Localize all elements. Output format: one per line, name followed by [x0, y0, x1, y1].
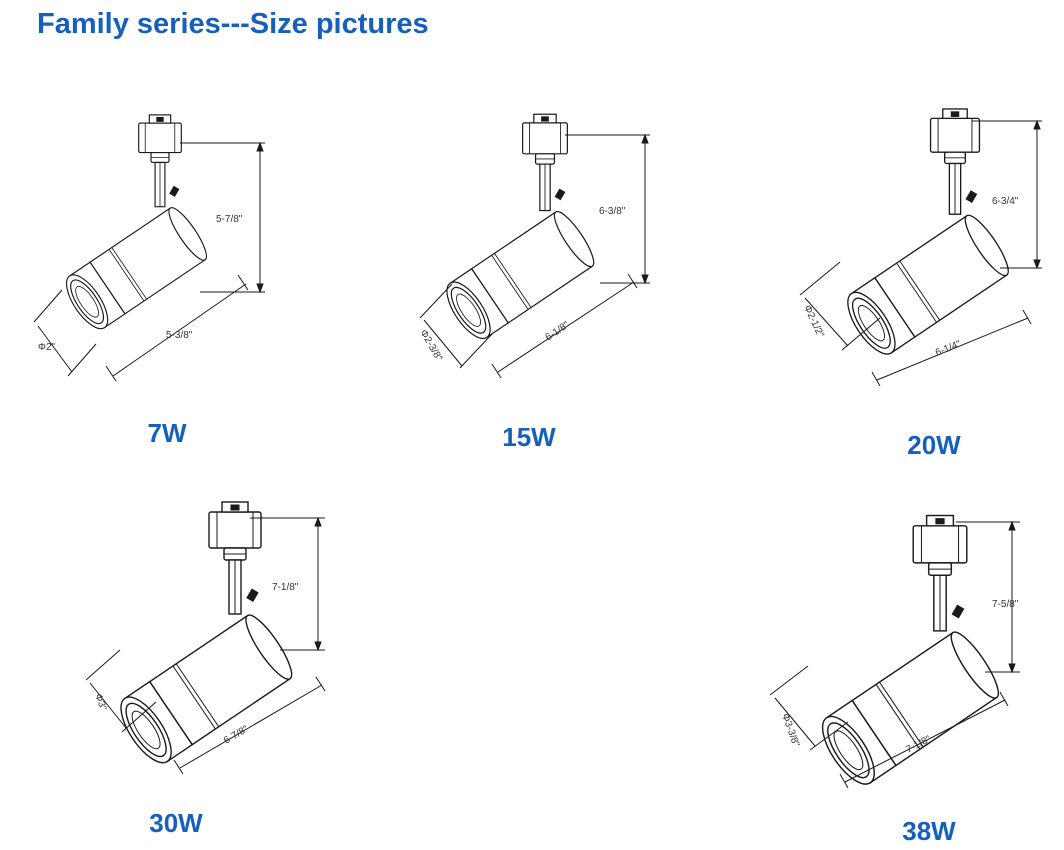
height-label-15w: 6-3/8" — [599, 206, 626, 217]
height-label-30w: 7-1/8" — [272, 582, 299, 593]
diameter-label-30w: Φ3" — [92, 692, 108, 712]
length-label-15w: 6-1/8" — [544, 319, 572, 343]
wattage-30w: 30W — [149, 808, 203, 838]
fixture-20w: 6-3/4" Φ2-1/2" 6-1/4" 20W — [799, 108, 1042, 460]
fixture-15w: 6-3/8" Φ2-3/8" 6-1/8" 15W — [417, 113, 650, 452]
dim-height-38w: 7-5/8" — [956, 520, 1020, 674]
dim-height-15w: 6-3/8" — [565, 133, 650, 285]
dim-height-30w: 7-1/8" — [250, 516, 325, 652]
wattage-20w: 20W — [907, 430, 961, 460]
dim-height-20w: 6-3/4" — [972, 119, 1042, 270]
diameter-label-15w: Φ2-3/8" — [417, 328, 444, 364]
diameter-label-38w: Φ3-3/8" — [779, 712, 801, 748]
wattage-15w: 15W — [502, 422, 556, 452]
height-label-20w: 6-3/4" — [992, 196, 1019, 207]
wattage-38w: 38W — [902, 816, 956, 846]
dim-diameter-30w: Φ3" — [85, 649, 157, 733]
diameter-label-7w: Φ2" — [38, 342, 56, 353]
dim-diameter-7w: Φ2" — [33, 289, 97, 377]
diameter-label-20w: Φ2-1/2" — [801, 304, 826, 340]
fixture-20w-drawing — [838, 108, 1016, 362]
height-label-7w: 5-7/8" — [216, 214, 243, 225]
length-label-20w: 6-1/4" — [934, 339, 963, 359]
length-label-7w: 5-3/8" — [166, 330, 193, 341]
height-label-38w: 7-5/8" — [992, 599, 1019, 610]
page-title: Family series---Size pictures — [37, 8, 429, 40]
fixture-38w: 7-5/8" Φ3-3/8" 7-1/8" 38W — [769, 514, 1020, 846]
fixture-7w-drawing — [58, 114, 213, 336]
dim-length-7w: 5-3/8" — [105, 274, 249, 382]
dim-height-7w: 5-7/8" — [180, 141, 265, 294]
fixture-7w: 5-7/8" Φ2" 5-3/8" 7W — [33, 114, 265, 448]
fixture-30w: 7-1/8" Φ3" 6-7/8" 30W — [85, 501, 326, 838]
fixture-15w-drawing — [438, 113, 601, 346]
wattage-7w: 7W — [148, 418, 187, 448]
length-label-30w: 6-7/8" — [222, 724, 251, 747]
fixture-30w-drawing — [110, 501, 300, 772]
